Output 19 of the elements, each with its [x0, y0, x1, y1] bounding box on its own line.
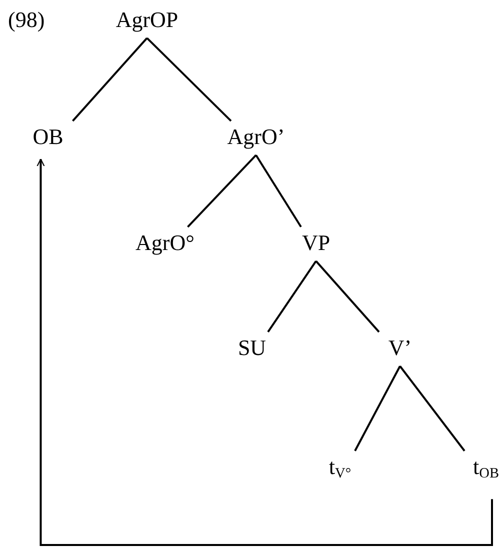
tree-branch: [255, 154, 302, 228]
tree-node-label: OB: [32, 124, 64, 150]
tree-branch: [146, 37, 232, 122]
example-number: (98): [8, 8, 45, 32]
tree-node-label: SU: [238, 336, 266, 360]
tree-branch: [187, 154, 257, 228]
movement-arrow: [36, 158, 493, 546]
tree-node-label: t$_{OB}$: [473, 454, 499, 480]
tree-branch: [267, 260, 317, 332]
tree-node-label: AgrO’: [227, 124, 285, 150]
tree-node-label: V’: [388, 336, 412, 360]
tree-node-label: VP: [302, 230, 330, 256]
tree-node-label: AgrO°: [136, 230, 194, 256]
tree-branch: [399, 365, 466, 452]
tree-branch: [315, 260, 380, 333]
tree-node-label: t$_{V°}$: [328, 454, 352, 480]
tree-branch: [72, 37, 148, 122]
tree-branch: [354, 366, 401, 452]
tree-node-label: AgrOP: [116, 8, 178, 32]
